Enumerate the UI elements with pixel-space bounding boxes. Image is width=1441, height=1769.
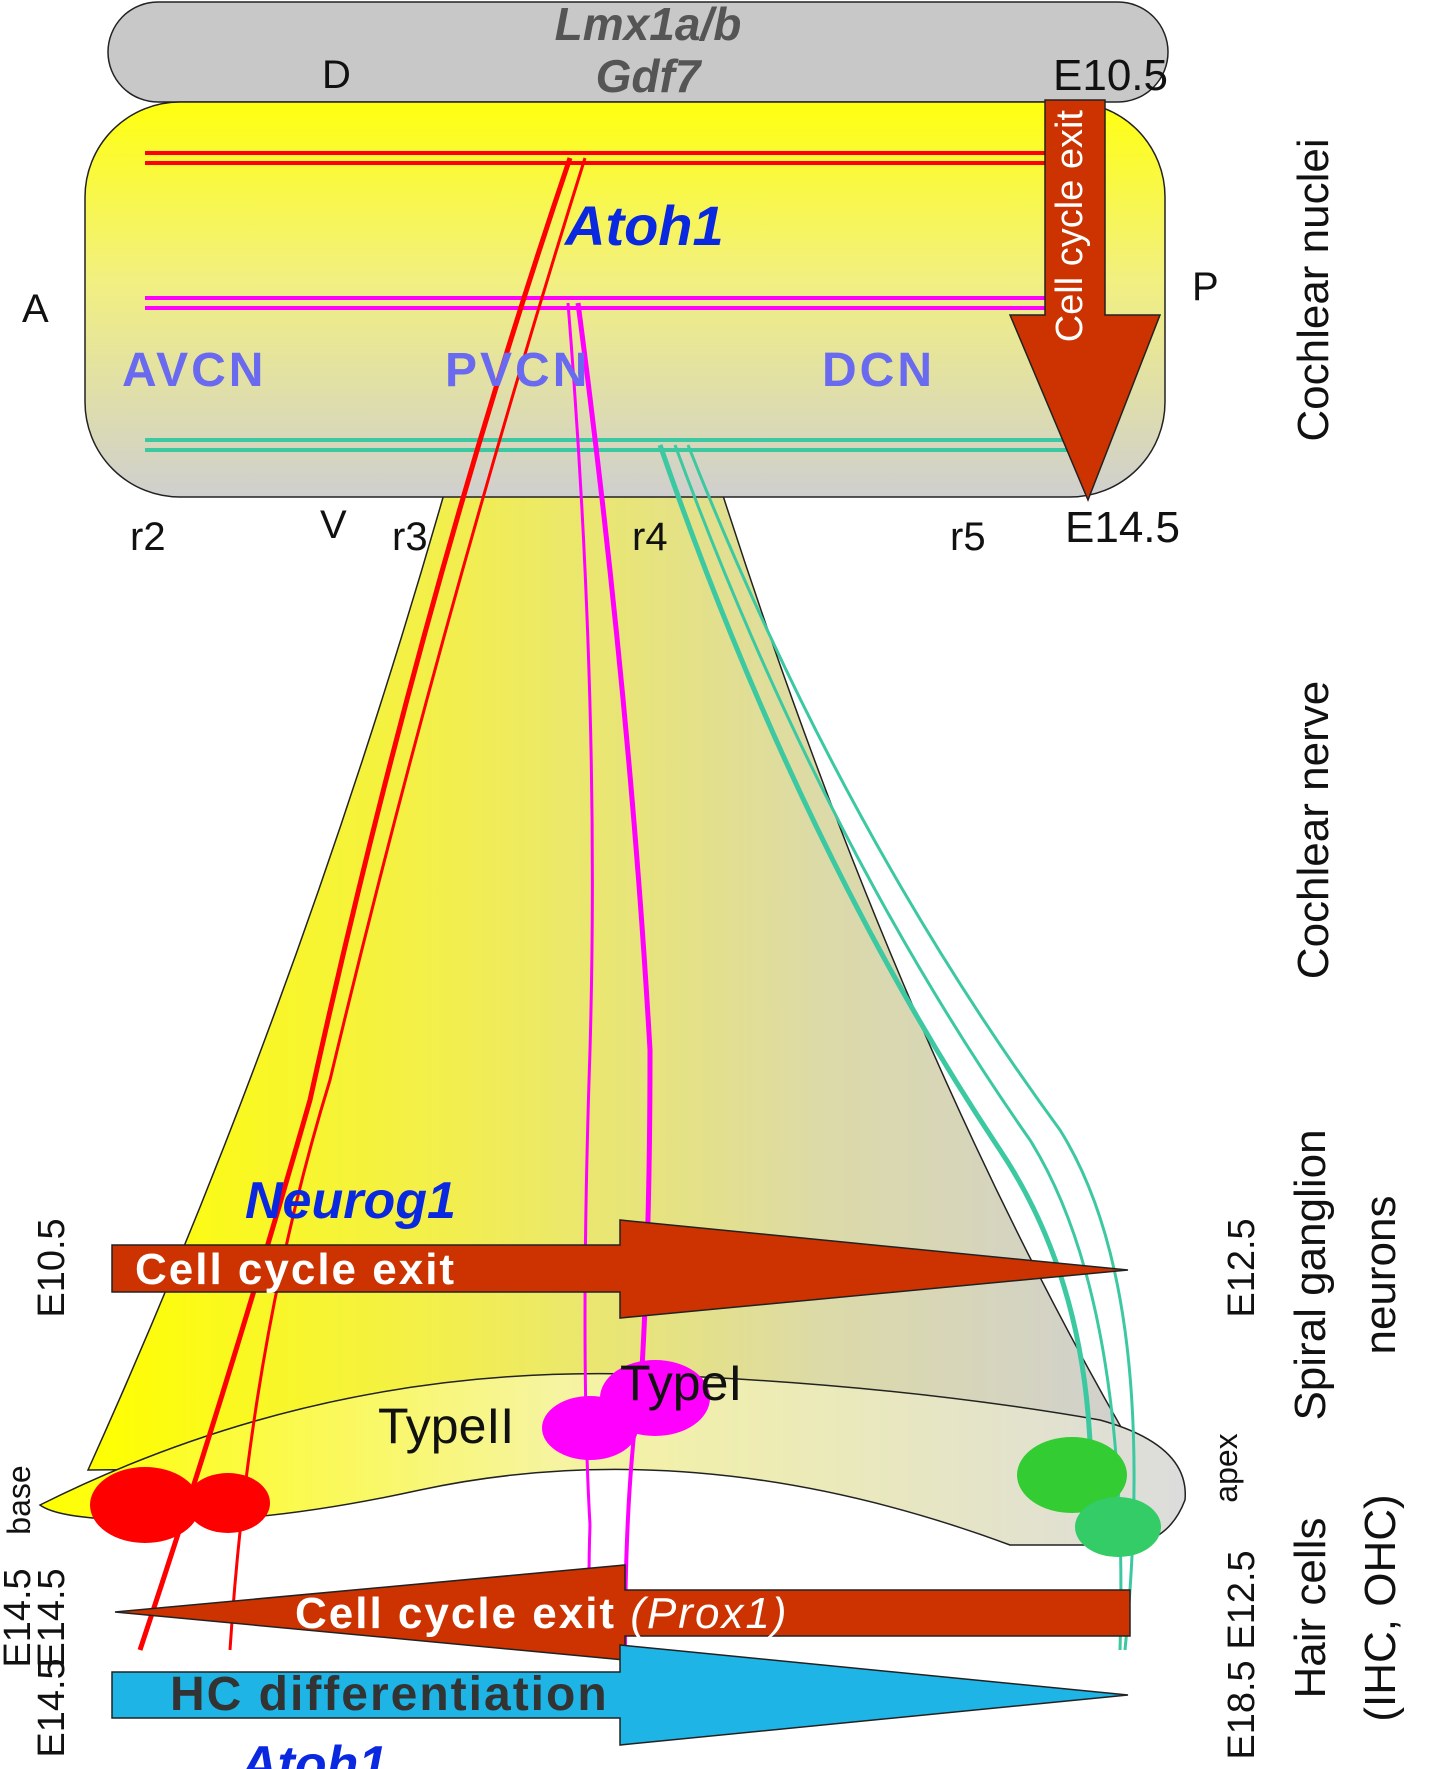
green-hair-cell-1 xyxy=(1017,1437,1127,1513)
hc-left-time-2: E14.5 xyxy=(0,1568,39,1667)
nuclei-start-time: E10.5 xyxy=(1053,51,1168,100)
rhombomere-r2: r2 xyxy=(130,515,166,559)
gdf7-label: Gdf7 xyxy=(596,50,703,102)
type-i-neuron xyxy=(600,1360,710,1436)
teal-fiber-2 xyxy=(673,444,1123,1651)
side-label-sgn-line1: Spiral ganglion xyxy=(1286,1129,1335,1420)
red-hair-cell-2 xyxy=(186,1473,270,1533)
sgn-start-time: E10.5 xyxy=(31,1218,73,1317)
type-i-label: TypeI xyxy=(620,1355,742,1411)
side-label-cochlear-nuclei: Cochlear nuclei xyxy=(1289,138,1338,441)
hc-left-time: E14.5 xyxy=(31,1568,73,1667)
rhombomere-r5: r5 xyxy=(950,515,986,559)
nuclei-arrow-label: Cell cycle exit xyxy=(1049,110,1091,343)
red-fiber-1 xyxy=(137,157,573,1651)
axis-anterior: A xyxy=(22,287,49,331)
atoh1-nuclei-label: Atoh1 xyxy=(563,194,724,257)
green-hair-cell-2 xyxy=(1075,1497,1161,1557)
hc-arrow-label-gene: (Prox1) xyxy=(630,1589,788,1638)
teal-fiber-1 xyxy=(657,444,1094,1521)
nuclei-cell-cycle-arrow xyxy=(1008,99,1162,502)
diff-right-time: E18.5 xyxy=(1221,1660,1263,1759)
side-label-sgn-line2: neurons xyxy=(1356,1195,1405,1354)
axis-dorsal: D xyxy=(322,53,351,97)
hc-arrow-label: Cell cycle exit (Prox1) xyxy=(295,1589,789,1638)
sgn-arrow-label: Cell cycle exit xyxy=(135,1245,456,1294)
neurog1-label: Neurog1 xyxy=(245,1172,456,1230)
hc-diff-label: HC differentiation xyxy=(170,1668,609,1721)
region-avcn: AVCN xyxy=(122,344,266,397)
teal-projection xyxy=(145,438,1070,452)
diff-left-time: E14.5 xyxy=(31,1658,73,1757)
hc-right-time: E12.5 xyxy=(1221,1550,1263,1649)
atoh1-red-projection xyxy=(145,151,1070,165)
magenta-projection xyxy=(145,296,1070,310)
axis-posterior: P xyxy=(1192,265,1219,309)
lmx1a-label: Lmx1a/b xyxy=(555,0,742,50)
red-fiber-2 xyxy=(228,157,587,1651)
teal-fiber-3 xyxy=(686,444,1136,1651)
magenta-fiber-1 xyxy=(566,302,594,1526)
side-label-hc-line2: (IHC, OHC) xyxy=(1356,1494,1405,1721)
rhombomere-r3: r3 xyxy=(392,515,428,559)
type-ii-label: TypeII xyxy=(378,1398,514,1454)
hc-arrow-label-main: Cell cycle exit xyxy=(295,1589,630,1638)
side-label-cochlear-nerve: Cochlear nerve xyxy=(1289,681,1338,979)
rhombomere-r4: r4 xyxy=(632,515,668,559)
atoh1-hc-label: Atoh1 xyxy=(238,1736,387,1769)
cochlea-shape xyxy=(38,1372,1186,1546)
region-pvcn: PVCN xyxy=(445,344,590,397)
apex-label: apex xyxy=(1208,1433,1244,1502)
axis-ventral: V xyxy=(320,503,347,547)
side-label-hc-line1: Hair cells xyxy=(1286,1518,1335,1699)
region-dcn: DCN xyxy=(822,344,935,397)
base-label: base xyxy=(1,1465,37,1534)
nuclei-end-time: E14.5 xyxy=(1065,503,1180,552)
red-hair-cell-1 xyxy=(90,1467,200,1543)
sgn-cell-cycle-arrow xyxy=(111,1219,1129,1319)
hc-cell-cycle-arrow xyxy=(114,1564,1131,1661)
sgn-end-time: E12.5 xyxy=(1221,1218,1263,1317)
hc-differentiation-arrow xyxy=(111,1644,1129,1746)
